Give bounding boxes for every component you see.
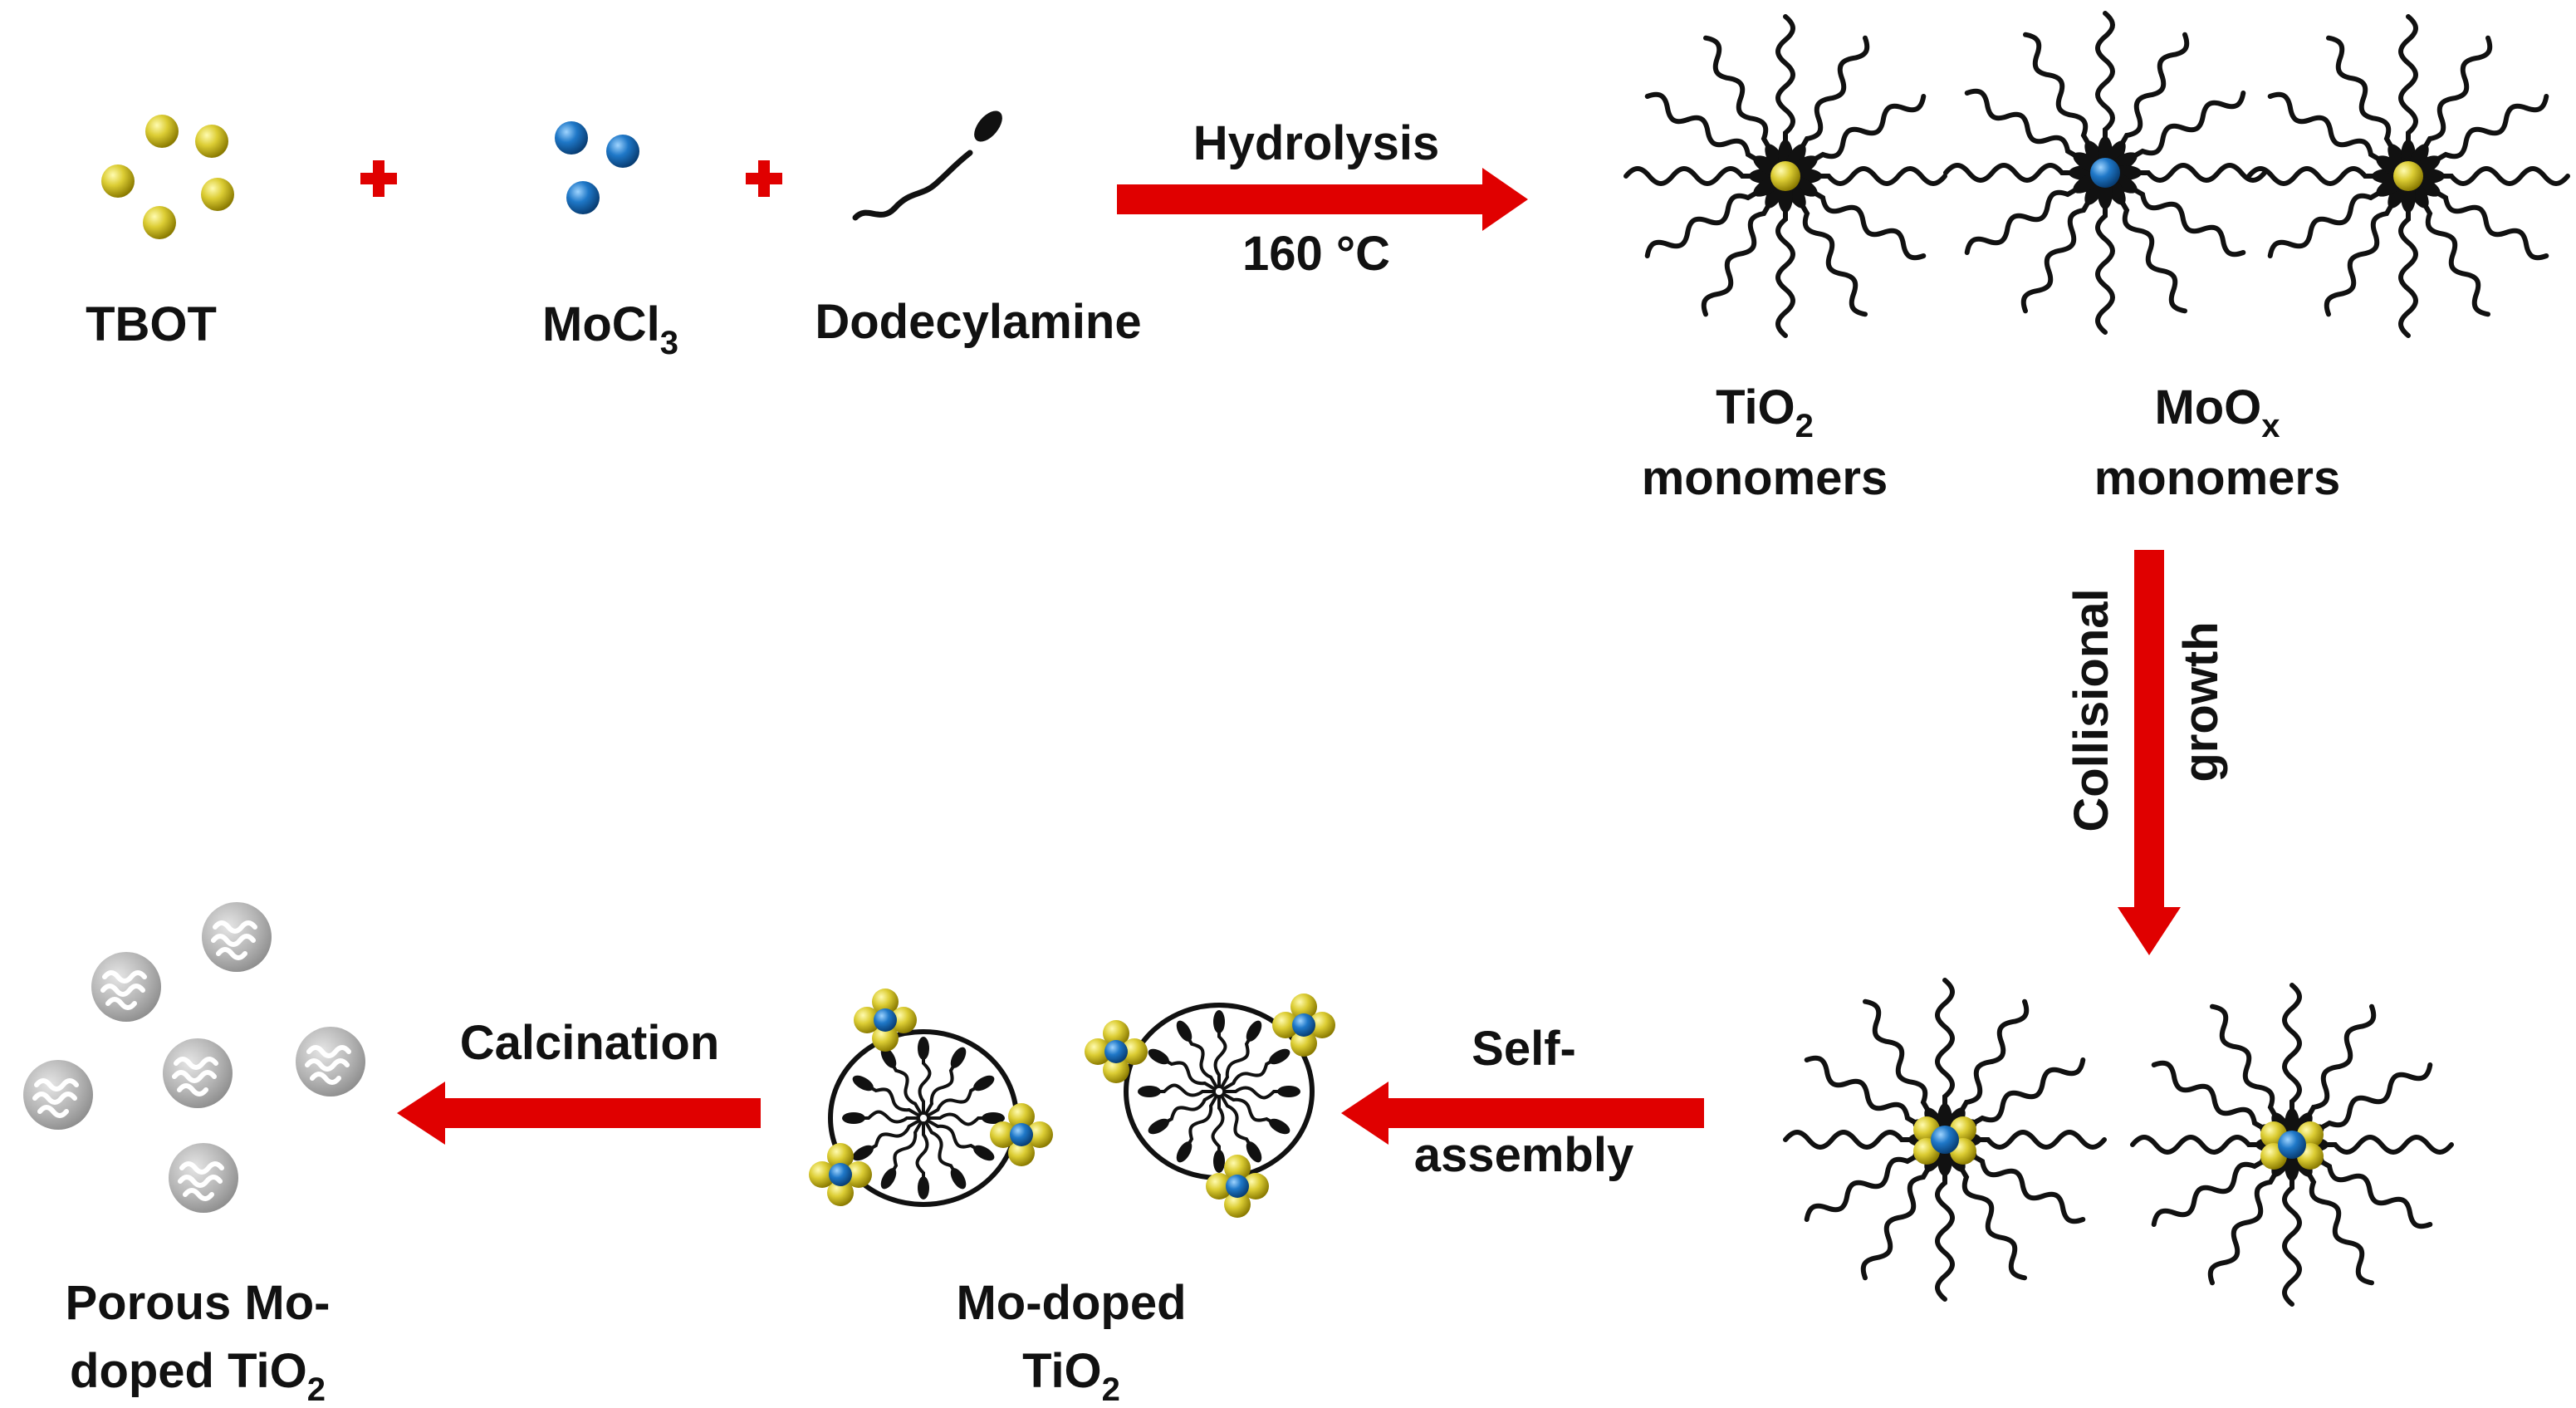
tio2-monomers-label: TiO2: [1716, 380, 1814, 444]
self-assembly-arrow: [1341, 1082, 1704, 1145]
growth-label: growth: [2174, 621, 2228, 782]
tbot-particles: [101, 115, 234, 239]
collisional-growth-arrow: [2118, 550, 2181, 955]
dodecylamine-label: Dodecylamine: [815, 295, 1141, 349]
tbot-label: TBOT: [86, 297, 217, 351]
calcination-label: Calcination: [460, 1016, 720, 1070]
moox-monomers-label: MoOx: [2154, 380, 2280, 444]
dodecylamine-molecule: [852, 110, 1002, 221]
porous-particles: [23, 902, 365, 1213]
mo-doped-label-line2: TiO2: [1022, 1344, 1120, 1408]
tio2-monomers-label-line2: monomers: [1642, 451, 1888, 505]
mo-doped-label-line1: Mo-doped: [956, 1276, 1186, 1330]
porous-label-line2: doped TiO2: [70, 1344, 326, 1408]
hydrolysis-arrow: [1117, 168, 1528, 231]
plus-sign-2: [746, 160, 782, 197]
grown-micelle-2: [2133, 985, 2451, 1304]
self-assembly-label-line1: Self-: [1472, 1022, 1576, 1076]
plus-sign-1: [360, 160, 397, 197]
collisional-label: Collisional: [2064, 588, 2118, 832]
hydrolysis-label: Hydrolysis: [1193, 116, 1440, 170]
temperature-label: 160 °C: [1242, 227, 1390, 281]
mocl3-label: MoCl3: [542, 297, 678, 361]
moox-monomers-label-line2: monomers: [2094, 451, 2341, 505]
mocl3-particles: [555, 121, 639, 214]
tio2-monomer-1: [1626, 17, 1945, 336]
calcination-arrow: [397, 1082, 761, 1145]
moox-monomer: [1946, 13, 2265, 332]
grown-micelle-1: [1785, 980, 2104, 1299]
porous-label-line1: Porous Mo-: [66, 1276, 331, 1330]
self-assembly-label-line2: assembly: [1414, 1128, 1633, 1182]
tio2-monomer-2: [2249, 17, 2568, 336]
